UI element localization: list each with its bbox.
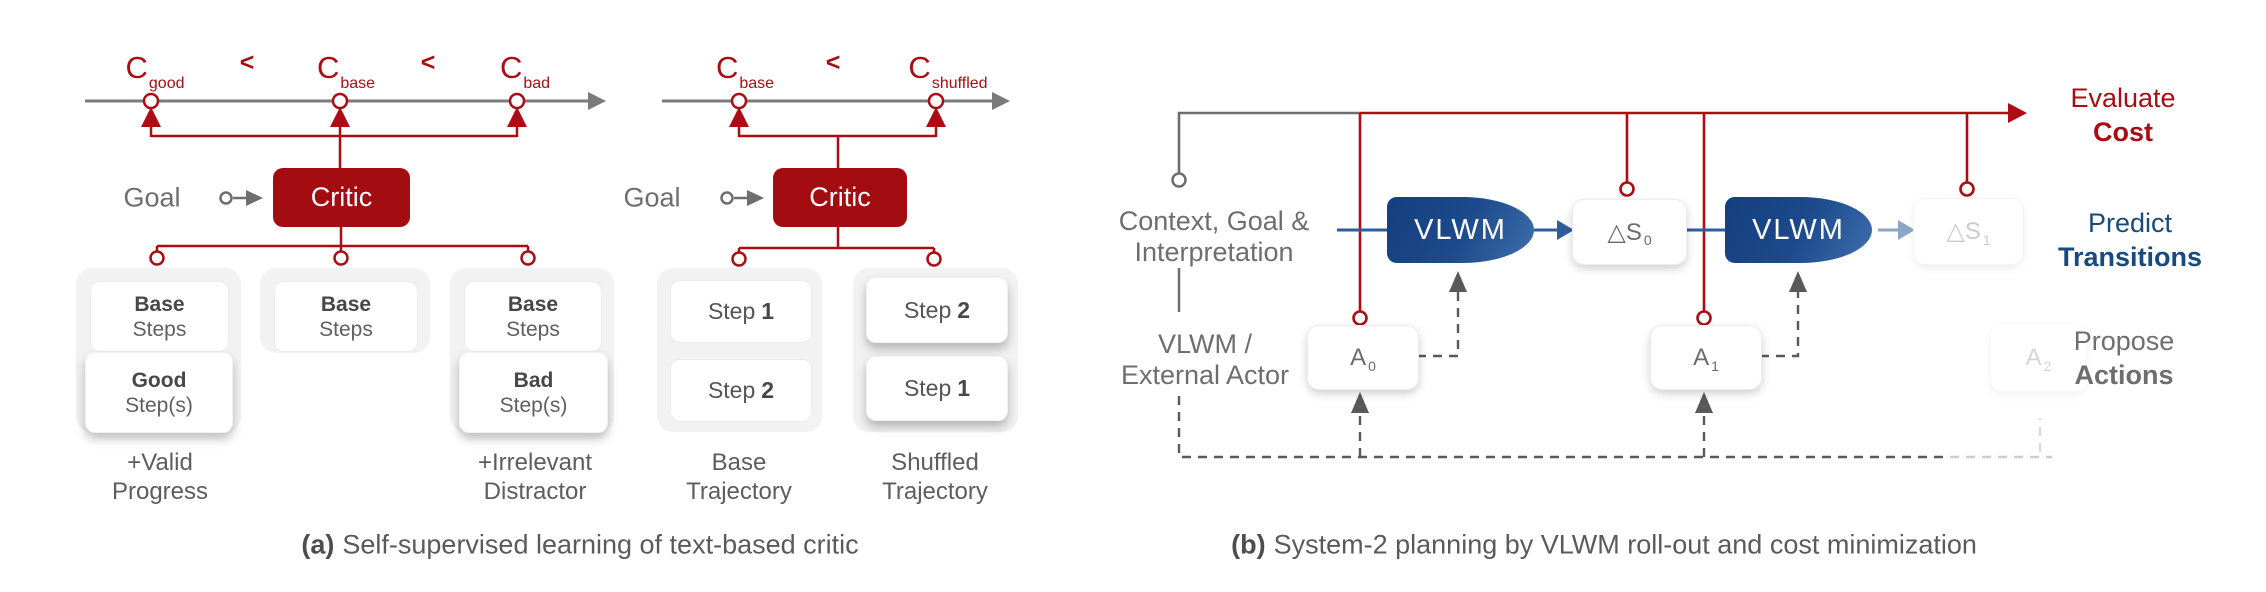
cost-label-base: Cbase — [316, 50, 376, 92]
critic-bracket-2 — [729, 107, 946, 168]
vlwm-box-2: VLWM — [1725, 197, 1872, 263]
axis-arrow-icon — [992, 92, 1010, 110]
caption-a: (a)Self-supervised learning of text-base… — [301, 529, 859, 560]
less-than-sign: < — [239, 48, 255, 77]
shuffled-trajectory-label: Shuffled Trajectory — [882, 449, 988, 505]
critic-fanout-1 — [149, 227, 536, 266]
context-connector — [1171, 111, 1360, 312]
goal-connector-1 — [219, 190, 263, 206]
cost-label-shuffled: Cshuffled — [908, 50, 988, 92]
less-than-sign: < — [420, 48, 436, 77]
goal-arrow-icon — [747, 190, 764, 206]
cost-arrow-icon — [2008, 103, 2027, 123]
predict-transitions-label: Predict Transitions — [2057, 208, 2203, 272]
evaluate-cost-label: Evaluate Cost — [2070, 83, 2176, 147]
dashed-arrow-icon — [1789, 271, 1807, 292]
critic-box: Critic — [273, 168, 410, 227]
axis-points-2 — [730, 92, 945, 110]
critic-box: Critic — [773, 168, 907, 227]
valid-progress-label: +Valid Progress — [111, 449, 209, 505]
goal-arrow-icon — [246, 190, 263, 206]
cost-label-base-2: Cbase — [715, 50, 775, 92]
external-actor-label: VLWM / External Actor — [1120, 329, 1290, 390]
propose-actions-label: Propose Actions — [2073, 326, 2175, 390]
action-feedback-dashed — [1177, 271, 2052, 459]
dashed-arrow-icon — [1695, 392, 1713, 413]
vlwm-box-1: VLWM — [1387, 197, 1534, 263]
caption-b: (b)System-2 planning by VLWM roll-out an… — [1231, 529, 1977, 560]
axis-points-1 — [142, 92, 526, 110]
irrelevant-distractor-label: +Irrelevant Distractor — [477, 449, 593, 505]
critic-fanout-2 — [731, 227, 942, 267]
goal-connector-2 — [720, 190, 764, 206]
cost-axis-2 — [662, 92, 1010, 110]
cost-label-good: Cgood — [125, 50, 185, 92]
dashed-arrow-icon — [1351, 392, 1369, 413]
critic-bracket-1 — [141, 107, 527, 168]
goal-label: Goal — [623, 182, 681, 213]
flow-arrow-icon — [1557, 220, 1574, 240]
flow-arrow-icon-faded — [1898, 220, 1915, 240]
cost-label-bad: Cbad — [499, 50, 551, 92]
context-goal-label: Context, Goal & Interpretation — [1118, 206, 1310, 267]
dashed-arrow-icon — [1449, 271, 1467, 292]
axis-arrow-icon — [588, 92, 606, 110]
goal-label: Goal — [123, 182, 181, 213]
evaluate-cost-lines — [1352, 103, 2027, 326]
transition-flow-lines — [1337, 220, 1915, 240]
less-than-sign: < — [825, 48, 841, 77]
base-trajectory-label: Base Trajectory — [686, 449, 792, 505]
